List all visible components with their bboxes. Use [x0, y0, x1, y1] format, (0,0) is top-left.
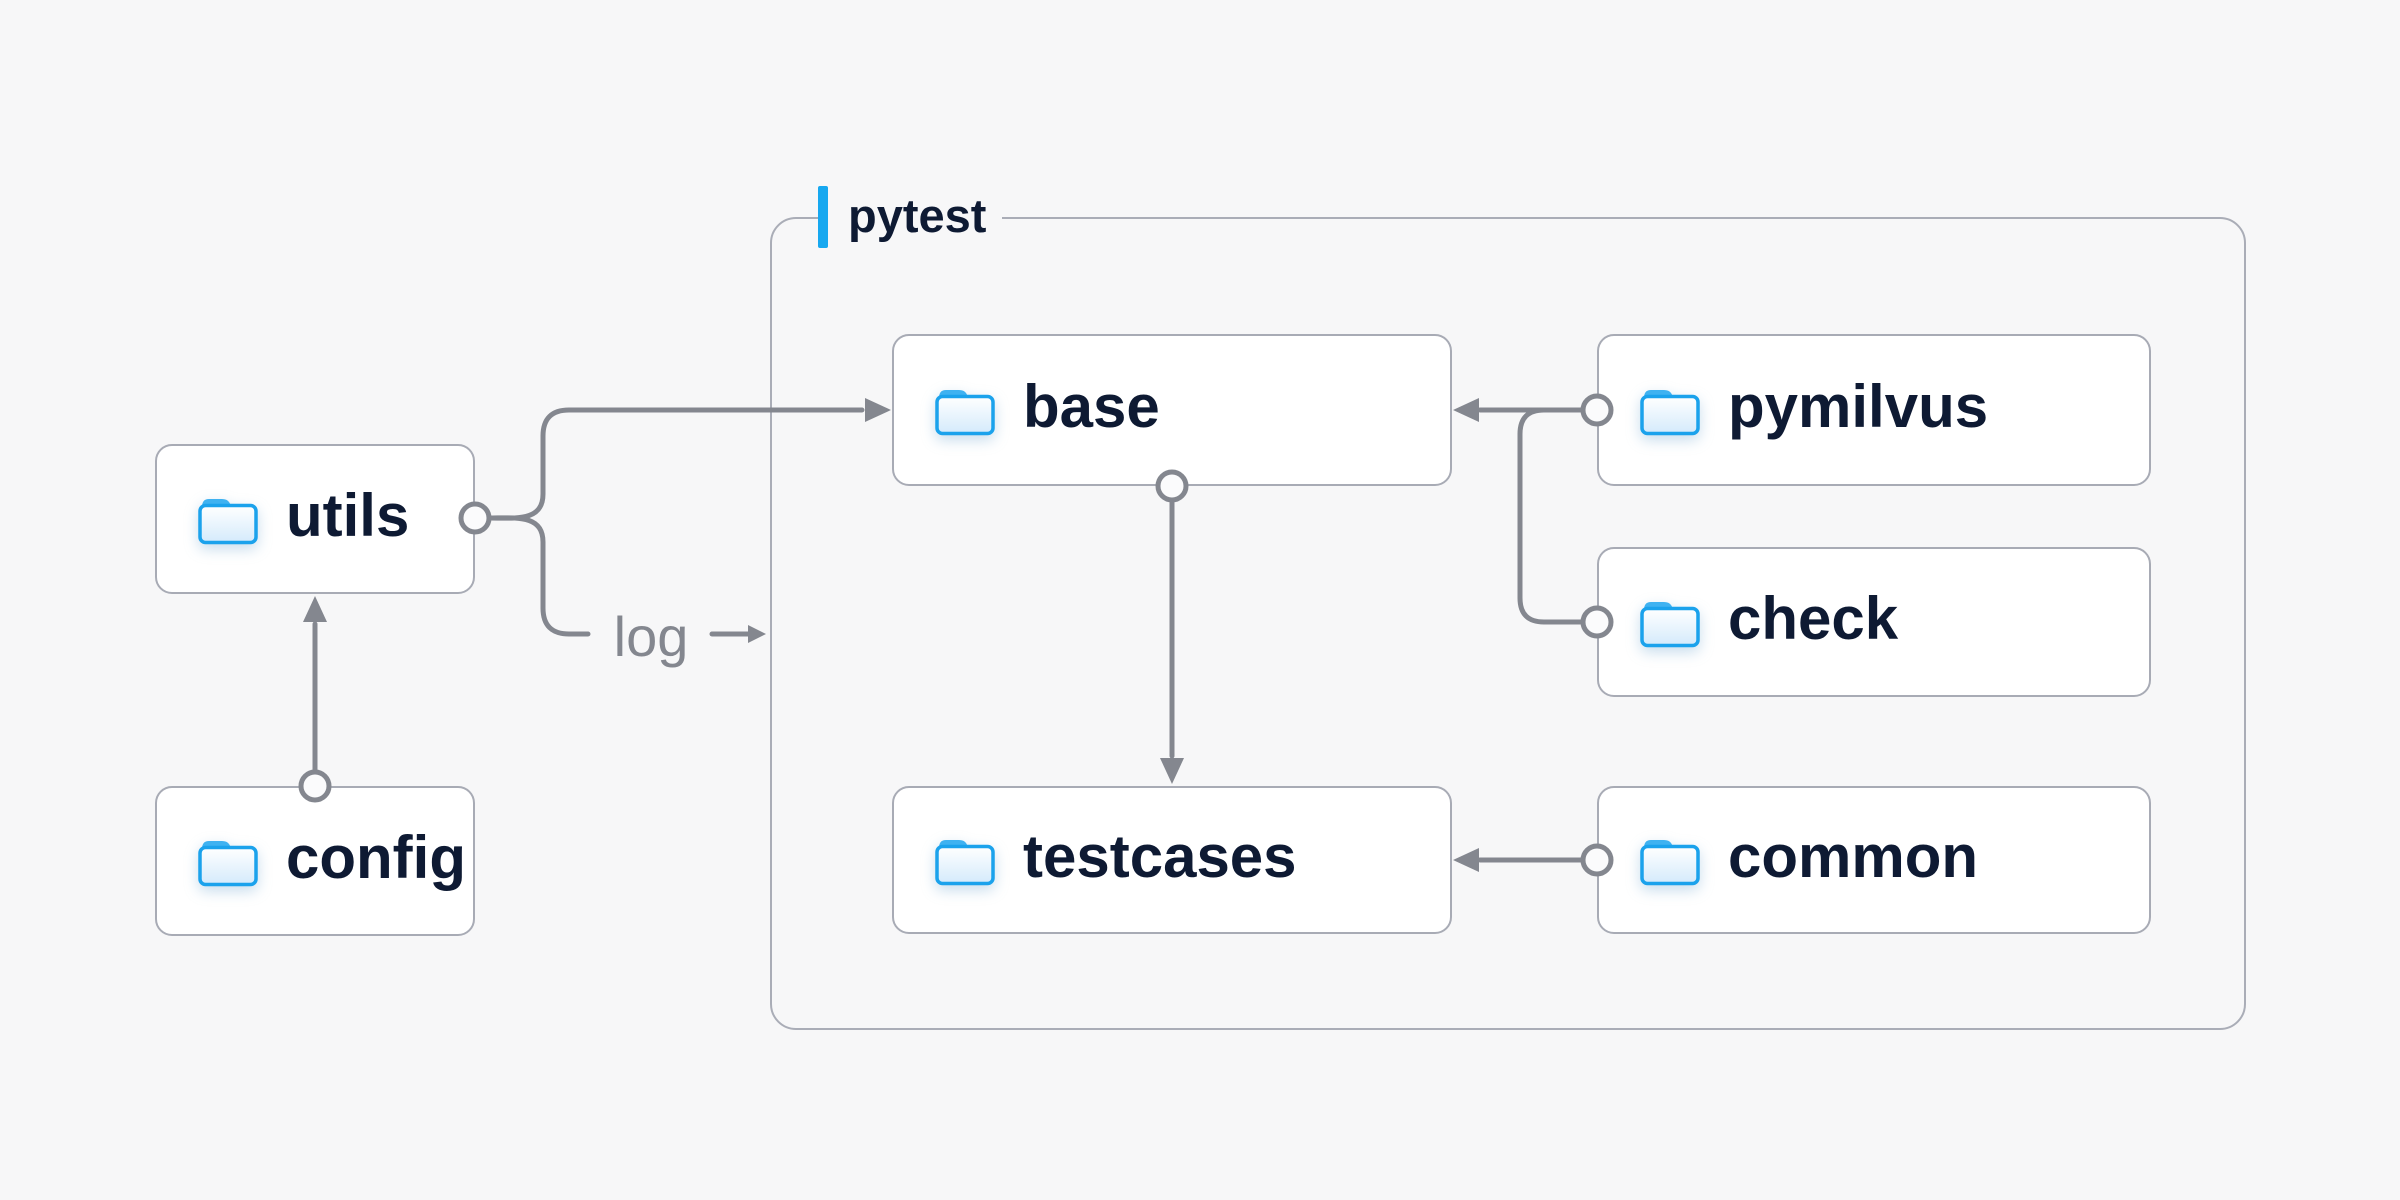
arrowhead-into-utils-bottom — [303, 596, 327, 622]
node-testcases: testcases — [892, 786, 1452, 934]
node-config: config — [155, 786, 475, 936]
node-base-label: base — [1023, 373, 1160, 440]
node-pymilvus: pymilvus — [1597, 334, 2151, 486]
node-common-label: common — [1728, 823, 1979, 890]
pytest-container-label: pytest — [818, 186, 1003, 248]
node-utils-label: utils — [286, 482, 410, 549]
pytest-container-title: pytest — [848, 188, 987, 242]
folder-icon — [198, 841, 258, 887]
folder-icon — [1640, 840, 1700, 886]
accent-bar — [818, 186, 828, 248]
node-utils: utils — [155, 444, 475, 594]
node-testcases-label: testcases — [1023, 823, 1297, 890]
node-base: base — [892, 334, 1452, 486]
folder-icon — [935, 840, 995, 886]
edge-utils-log — [486, 515, 591, 637]
folder-icon — [198, 499, 258, 545]
node-config-label: config — [286, 824, 466, 891]
node-common: common — [1597, 786, 2151, 934]
arrowhead-log — [748, 625, 766, 643]
folder-icon — [935, 390, 995, 436]
folder-icon — [1640, 602, 1700, 648]
node-pymilvus-label: pymilvus — [1728, 373, 1989, 440]
edge-label-log: log — [613, 605, 689, 668]
node-check-label: check — [1728, 585, 1899, 652]
node-check: check — [1597, 547, 2151, 697]
folder-icon — [1640, 390, 1700, 436]
pytest-container: pytest — [770, 186, 2246, 1030]
